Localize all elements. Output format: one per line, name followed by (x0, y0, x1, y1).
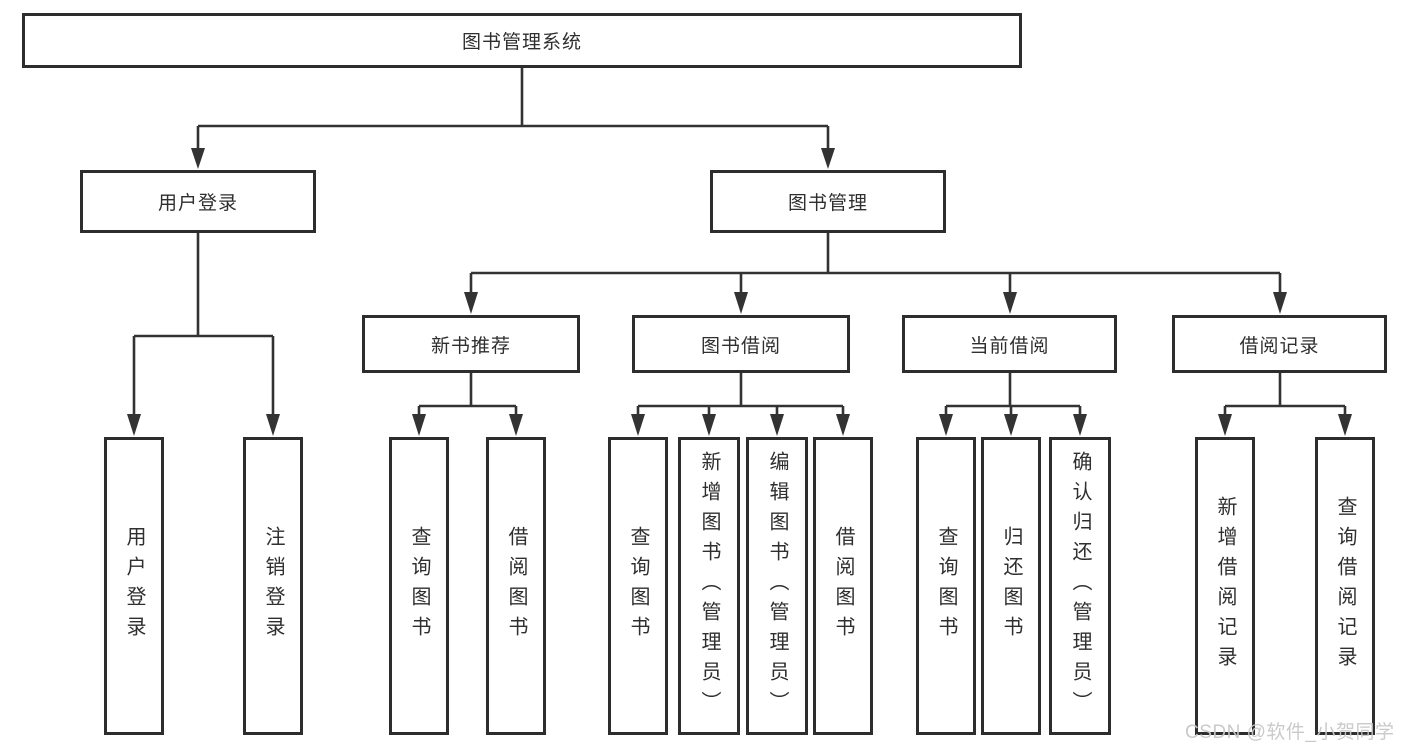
leaf-add-books-admin: 新增图书（管理员） (678, 437, 740, 735)
node-system-root: 图书管理系统 (22, 13, 1022, 68)
leaf-query-books-borrow: 查询图书 (608, 437, 668, 735)
leaf-logout: 注销登录 (243, 437, 303, 735)
node-label: 新增借阅记录 (1214, 496, 1236, 676)
node-label: 图书管理系统 (461, 32, 582, 53)
leaf-query-books-newrec: 查询图书 (389, 437, 449, 735)
node-label: 查询图书 (408, 526, 430, 646)
node-label: 借阅记录 (1239, 335, 1320, 357)
node-book-borrowing: 图书借阅 (632, 315, 850, 373)
node-label: 查询图书 (627, 526, 649, 646)
connector-borrow-to-leaves (631, 373, 850, 436)
node-label: 归还图书 (1000, 526, 1022, 646)
node-label: 新书推荐 (430, 335, 511, 357)
connector-login-to-leaves (127, 233, 280, 436)
leaf-add-borrow-record: 新增借阅记录 (1195, 437, 1255, 735)
node-label: 确认归还（管理员） (1069, 451, 1091, 721)
node-book-management: 图书管理 (710, 170, 946, 233)
connector-current-to-leaves (939, 373, 1087, 436)
node-borrow-records: 借阅记录 (1172, 315, 1387, 373)
leaf-edit-books-admin: 编辑图书（管理员） (746, 437, 808, 735)
watermark: CSDN @软件_小贺同学 (1185, 722, 1395, 743)
node-label: 新增图书（管理员） (698, 451, 720, 721)
node-label: 当前借阅 (969, 335, 1050, 357)
node-user-login: 用户登录 (80, 170, 316, 233)
leaf-confirm-return-admin: 确认归还（管理员） (1049, 437, 1111, 735)
leaf-query-borrow-record: 查询借阅记录 (1315, 437, 1375, 735)
node-label: 注销登录 (262, 526, 284, 646)
node-new-book-recommend: 新书推荐 (362, 315, 580, 373)
connector-records-to-leaves (1218, 373, 1352, 436)
connector-newrec-to-leaves (412, 373, 523, 436)
node-label: 查询图书 (935, 526, 957, 646)
node-label: 图书管理 (787, 193, 868, 214)
node-label: 用户登录 (157, 193, 238, 214)
node-label: 借阅图书 (505, 526, 527, 646)
leaf-borrow-books-newrec: 借阅图书 (486, 437, 546, 735)
leaf-query-books-current: 查询图书 (916, 437, 976, 735)
leaf-user-login: 用户登录 (104, 437, 164, 735)
node-label: 编辑图书（管理员） (766, 451, 788, 721)
connector-root-to-level2 (191, 68, 835, 169)
leaf-borrow-books: 借阅图书 (813, 437, 873, 735)
node-label: 图书借阅 (700, 335, 781, 357)
node-label: 查询借阅记录 (1334, 496, 1356, 676)
node-label: 借阅图书 (832, 526, 854, 646)
connector-mgmt-to-level3 (464, 233, 1287, 314)
leaf-return-books: 归还图书 (981, 437, 1041, 735)
node-current-borrowing: 当前借阅 (902, 315, 1117, 373)
node-label: 用户登录 (123, 526, 145, 646)
